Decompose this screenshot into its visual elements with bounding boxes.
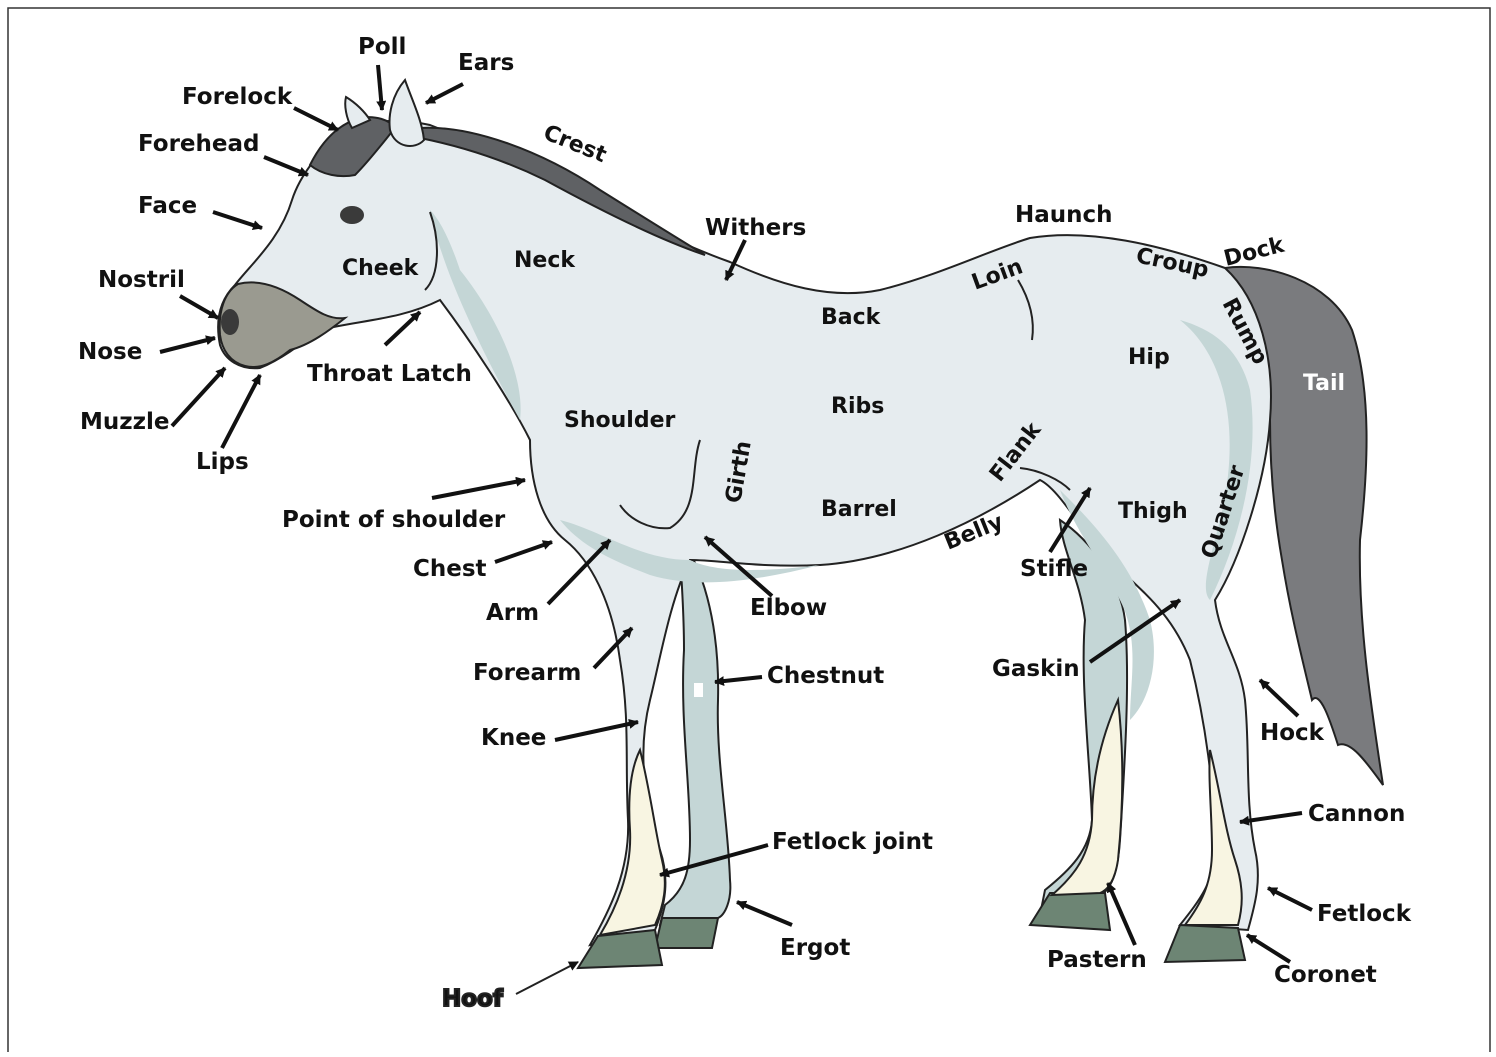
nostril-shape <box>221 309 239 335</box>
arrow-hoof <box>516 962 578 994</box>
near-front-hoof <box>578 930 662 968</box>
label-nose: Nose <box>78 339 142 365</box>
label-muzzle: Muzzle <box>80 409 170 435</box>
label-gaskin: Gaskin <box>992 656 1080 682</box>
near-hind-hoof <box>1165 925 1245 962</box>
arrow-ergot <box>737 902 792 925</box>
label-chest: Chest <box>413 556 487 582</box>
arrow-forelock <box>294 108 338 130</box>
label-arm: Arm <box>486 600 539 626</box>
label-hip: Hip <box>1128 345 1170 370</box>
label-back: Back <box>821 305 882 330</box>
eye <box>340 206 364 224</box>
label-nostril: Nostril <box>98 267 185 293</box>
label-neck: Neck <box>514 248 576 273</box>
label-elbow: Elbow <box>750 595 827 621</box>
label-stifle: Stifle <box>1020 556 1088 582</box>
label-lips: Lips <box>196 449 249 475</box>
arrow-chest <box>495 542 552 562</box>
label-coronet: Coronet <box>1274 962 1377 988</box>
label-tail: Tail <box>1303 371 1345 396</box>
arrow-point-of-shoulder <box>432 480 525 498</box>
arrow-muzzle <box>172 368 225 426</box>
label-shoulder: Shoulder <box>564 408 675 433</box>
label-chestnut: Chestnut <box>767 663 884 689</box>
far-hind-hoof <box>1030 893 1110 930</box>
label-forelock: Forelock <box>182 84 293 110</box>
label-withers: Withers <box>705 215 806 241</box>
label-point-of-shoulder: Point of shoulder <box>282 507 506 533</box>
arrow-nose <box>160 338 215 352</box>
arrow-pastern <box>1108 883 1135 945</box>
label-ears: Ears <box>458 50 514 76</box>
arrow-chestnut <box>715 677 762 682</box>
label-cannon: Cannon <box>1308 801 1405 827</box>
label-hock: Hock <box>1260 720 1325 746</box>
label-cheek: Cheek <box>342 256 420 281</box>
far-front-hoof <box>655 918 718 948</box>
label-throat-latch: Throat Latch <box>307 361 472 387</box>
arrow-ears <box>426 84 463 103</box>
arrow-face <box>213 212 262 228</box>
label-barrel: Barrel <box>821 497 897 522</box>
label-fetlock-joint: Fetlock joint <box>772 829 933 855</box>
label-ribs: Ribs <box>831 394 884 419</box>
arrow-poll <box>378 65 382 110</box>
arrow-fetlock <box>1268 888 1312 910</box>
label-knee: Knee <box>481 725 546 751</box>
arrow-coronet <box>1247 935 1290 962</box>
arrow-forehead <box>264 157 308 175</box>
label-dock: Dock <box>1221 232 1288 271</box>
chestnut-mark <box>694 683 703 697</box>
label-forearm: Forearm <box>473 660 581 686</box>
label-hoof: Hoof <box>442 986 504 1012</box>
label-ergot: Ergot <box>780 935 850 961</box>
label-haunch: Haunch <box>1015 202 1113 228</box>
label-pastern: Pastern <box>1047 947 1147 973</box>
label-fetlock: Fetlock <box>1317 901 1412 927</box>
arrow-nostril <box>180 296 218 318</box>
arrow-hock <box>1260 680 1298 716</box>
label-poll: Poll <box>358 34 406 60</box>
arrow-lips <box>222 375 260 448</box>
ear-near <box>390 80 424 146</box>
label-thigh: Thigh <box>1118 499 1188 524</box>
label-forehead: Forehead <box>138 131 259 157</box>
label-face: Face <box>138 193 197 219</box>
